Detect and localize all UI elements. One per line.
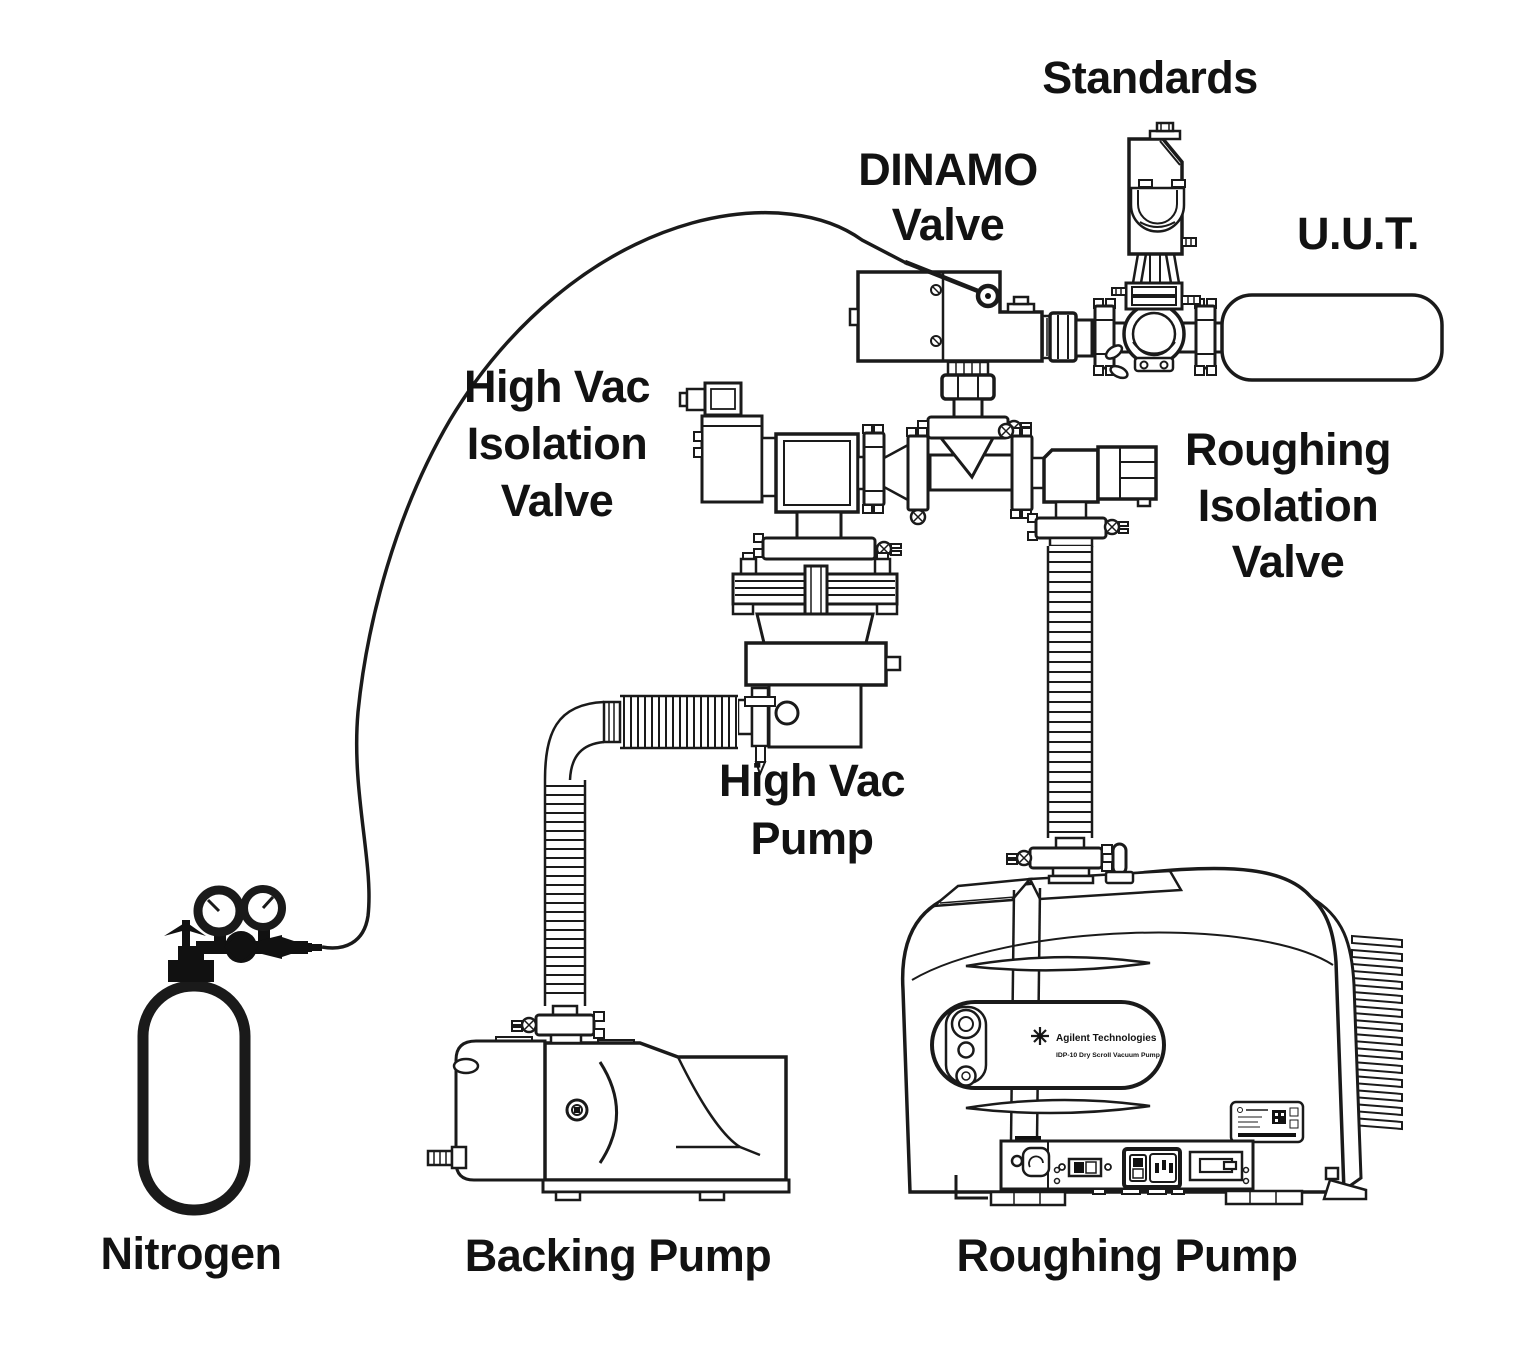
wing-nut <box>1109 364 1129 380</box>
label-high-vac-isolation-valve: High Vac Isolation Valve <box>397 358 717 529</box>
label-nitrogen: Nitrogen <box>100 1228 283 1279</box>
label-hvp-line2: Pump <box>750 813 874 864</box>
label-standards: Standards <box>1042 52 1258 103</box>
dinamo-valve <box>848 259 1044 363</box>
pump-base <box>541 1178 791 1194</box>
hex-nut <box>940 373 996 401</box>
connector-port <box>1021 1146 1051 1178</box>
manifold-piping <box>917 298 1222 492</box>
vent-lever <box>1111 842 1128 876</box>
roughing-pump: Agilent Technologies IDP-10 Dry Scroll V… <box>900 866 1403 1207</box>
nitrogen-supply-line <box>321 210 909 950</box>
valve-actuator <box>1096 445 1158 501</box>
valve-cylinder <box>774 432 860 514</box>
kf-clamp <box>997 422 1034 519</box>
label-riv-line2: Isolation <box>1197 480 1379 531</box>
standards-assembly <box>1111 121 1201 311</box>
pump-foot <box>1224 1189 1304 1206</box>
center-ring-clamp <box>1104 302 1186 380</box>
kf-clamp <box>926 415 1010 440</box>
nitrogen-tank <box>137 885 322 1216</box>
label-dinamo-line2: Valve <box>891 199 1005 250</box>
high-vac-isolation-valve <box>678 381 930 526</box>
model-text: IDP-10 Dry Scroll Vacuum Pump <box>1056 1052 1160 1059</box>
kf-clamp <box>511 1011 605 1039</box>
roughing-bellows-hose <box>1006 546 1135 885</box>
tee-fitting <box>917 360 1032 492</box>
label-roughing-isolation-valve: Roughing Isolation Valve <box>1128 422 1448 590</box>
standards-manifold <box>1111 281 1201 311</box>
brand-panel: Agilent Technologies IDP-10 Dry Scroll V… <box>930 1000 1166 1090</box>
label-backing-pump: Backing Pump <box>464 1230 772 1281</box>
backing-bellows-hose <box>511 694 738 1045</box>
high-vac-pump <box>731 510 902 777</box>
kf-clamp <box>1093 298 1116 376</box>
label-hviv-line3: Valve <box>500 475 614 526</box>
gas-cylinder <box>137 980 251 1216</box>
cylinder-valve-handle <box>164 922 206 936</box>
wing-nut <box>1104 344 1124 360</box>
pump-foot <box>989 1190 1067 1207</box>
pump-body <box>744 641 888 687</box>
label-hviv-line2: Isolation <box>466 418 648 469</box>
vent-valve-knob <box>774 700 800 726</box>
label-uut: U.U.T. <box>1296 208 1420 259</box>
hex-coupling-nut <box>1048 311 1078 363</box>
handle-recess <box>965 1098 1151 1115</box>
label-high-vac-pump: High Vac Pump <box>662 752 962 868</box>
iec-power-module <box>1122 1147 1182 1189</box>
reducer-cone <box>882 442 910 503</box>
label-riv-line3: Valve <box>1231 536 1345 587</box>
roughing-isolation-valve <box>997 422 1158 548</box>
label-roughing-pump: Roughing Pump <box>956 1230 1298 1281</box>
label-hviv-line1: High Vac <box>463 361 651 412</box>
brand-text: Agilent Technologies <box>1056 1033 1157 1044</box>
rating-label-plate <box>1229 1100 1305 1144</box>
louver-fins <box>1351 934 1403 1131</box>
backing-pump <box>426 1036 791 1202</box>
cone-nozzle <box>937 436 996 480</box>
elbow-valve-body <box>1042 448 1100 504</box>
dinamo-valve-body <box>856 270 1044 363</box>
kf-clamp <box>862 424 886 514</box>
label-dinamo-valve: DINAMO Valve <box>798 142 1098 252</box>
label-dinamo-line1: DINAMO <box>858 144 1038 195</box>
standards-bowl <box>1129 186 1186 233</box>
label-hvp-line1: High Vac <box>718 755 906 806</box>
label-riv-line1: Roughing <box>1185 424 1391 475</box>
flange-clamp-block <box>803 564 829 616</box>
uut-chamber <box>1220 293 1444 382</box>
kf-clamp <box>1194 298 1217 376</box>
kf-clamp <box>1027 513 1129 541</box>
handle-recess <box>965 955 1151 972</box>
screw <box>930 284 942 296</box>
power-panel <box>999 1139 1255 1195</box>
hose-end-segment <box>904 259 984 296</box>
kf-clamp <box>1006 844 1113 872</box>
agilent-starburst-icon <box>1031 1027 1049 1045</box>
screw <box>930 335 942 347</box>
kf-clamp <box>906 427 930 526</box>
